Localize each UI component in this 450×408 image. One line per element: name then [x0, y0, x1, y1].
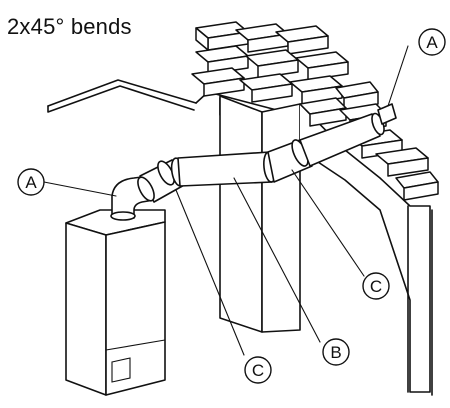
callout-c-right-label: C: [370, 277, 382, 296]
leader-lines: [43, 45, 409, 356]
callout-b-label: B: [330, 343, 341, 362]
callout-b: B: [322, 338, 350, 366]
callout-c-right: C: [362, 272, 390, 300]
callout-a-right: A: [418, 28, 446, 56]
callout-a-right-label: A: [426, 33, 438, 52]
callout-c-left: C: [244, 356, 272, 384]
boiler: [65, 209, 166, 396]
diagram-title: 2x45° bends: [7, 14, 132, 39]
callout-c-left-label: C: [252, 361, 264, 380]
flue-pipe: [110, 103, 397, 221]
callout-a-left: A: [17, 168, 45, 196]
callout-a-left-label: A: [25, 173, 37, 192]
